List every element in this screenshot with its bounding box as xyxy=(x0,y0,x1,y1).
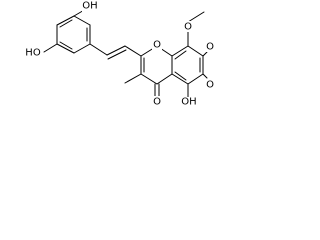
bond-o-c6 xyxy=(202,73,208,79)
label-o-c8: O xyxy=(184,22,192,33)
label-oh-top: OH xyxy=(82,1,97,12)
bond-methyl xyxy=(124,73,142,84)
label-o-c6: O xyxy=(206,80,214,91)
atom-oh-c5: OH xyxy=(181,97,197,108)
atom-o-c7: O xyxy=(205,41,215,53)
pyranone-ring xyxy=(140,45,173,85)
label-carbonyl-oxygen: O xyxy=(153,97,161,108)
atom-carbonyl-oxygen: O xyxy=(152,96,162,108)
atom-ring-oxygen: O xyxy=(152,40,162,51)
dihydroxyphenyl-ring xyxy=(56,15,91,54)
bond-methyl-c8 xyxy=(187,11,205,23)
bond-o-c7 xyxy=(202,51,208,57)
bond-ho-left xyxy=(43,43,58,53)
benzo-ring xyxy=(171,45,204,85)
atom-oh-top: OH xyxy=(82,1,98,12)
vinyl-linker xyxy=(89,43,142,60)
atom-o-c6: O xyxy=(205,79,215,91)
atom-o-c8: O xyxy=(183,21,193,33)
label-o-c7: O xyxy=(206,42,214,53)
structural-formula: OH HO O O OH O O O xyxy=(25,1,215,108)
atom-ho-left: HO xyxy=(25,47,42,59)
label-ho-left: HO xyxy=(25,48,41,59)
label-ring-oxygen: O xyxy=(153,40,161,51)
label-oh-c5: OH xyxy=(181,97,196,108)
